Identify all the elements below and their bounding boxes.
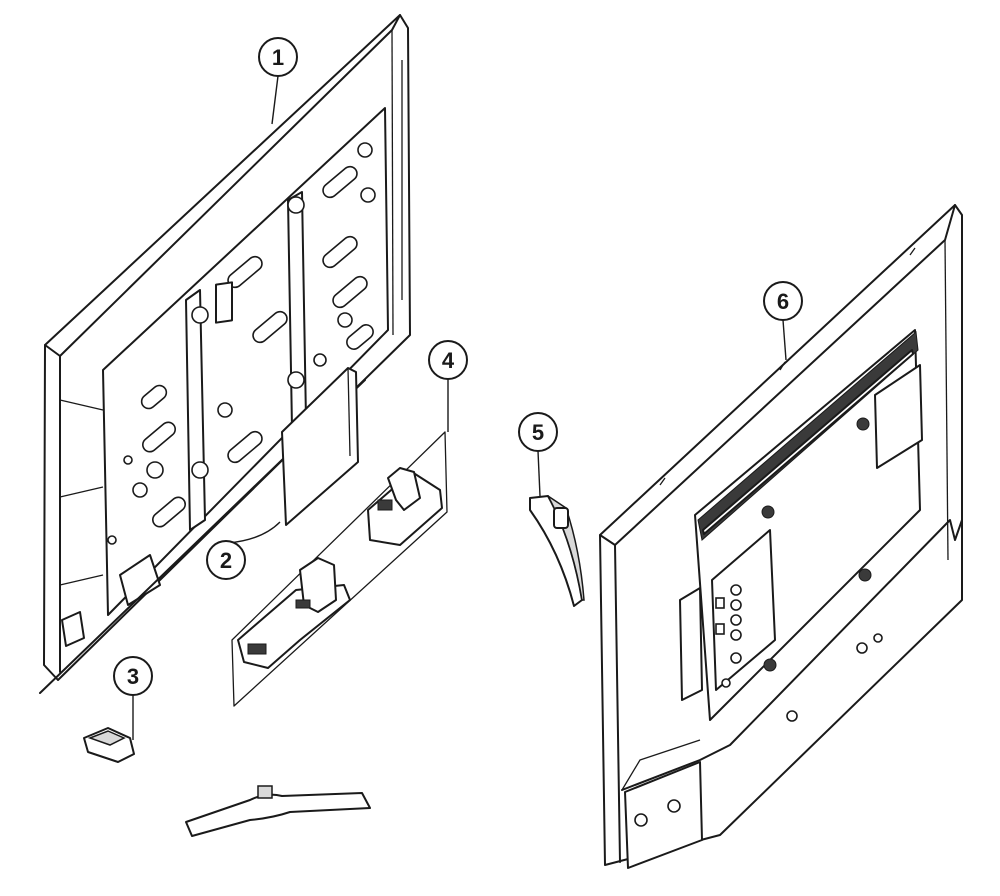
part-3-clip (83, 727, 135, 763)
callout-4-label: 4 (442, 348, 455, 373)
panel-bosses (107, 142, 376, 545)
callout-5-label: 5 (532, 420, 544, 445)
terminal-ports (715, 584, 742, 664)
callout-2-label: 2 (220, 548, 232, 573)
stand-base (185, 785, 371, 837)
callout-2: 2 (206, 540, 246, 580)
callout-4: 4 (428, 340, 468, 380)
rear-screws (634, 417, 883, 827)
callout-1-label: 1 (272, 45, 284, 70)
part-2-cover-plate (281, 367, 359, 526)
vent-grille (697, 331, 919, 541)
callout-6: 6 (763, 281, 803, 321)
callout-6-label: 6 (777, 289, 789, 314)
part-6-rear-cover (599, 204, 963, 869)
part-4-stand-brackets (231, 431, 448, 707)
part-1-front-bezel-assembly (39, 14, 411, 694)
stand-bracket-lower (237, 557, 351, 669)
callout-5: 5 (518, 412, 558, 452)
callout-3: 3 (113, 656, 153, 696)
part-5-stand-neck (529, 495, 585, 607)
stand-bracket-upper (367, 467, 443, 546)
callout-3-label: 3 (127, 664, 139, 689)
callout-1: 1 (258, 37, 298, 77)
panel-slots (140, 165, 374, 528)
